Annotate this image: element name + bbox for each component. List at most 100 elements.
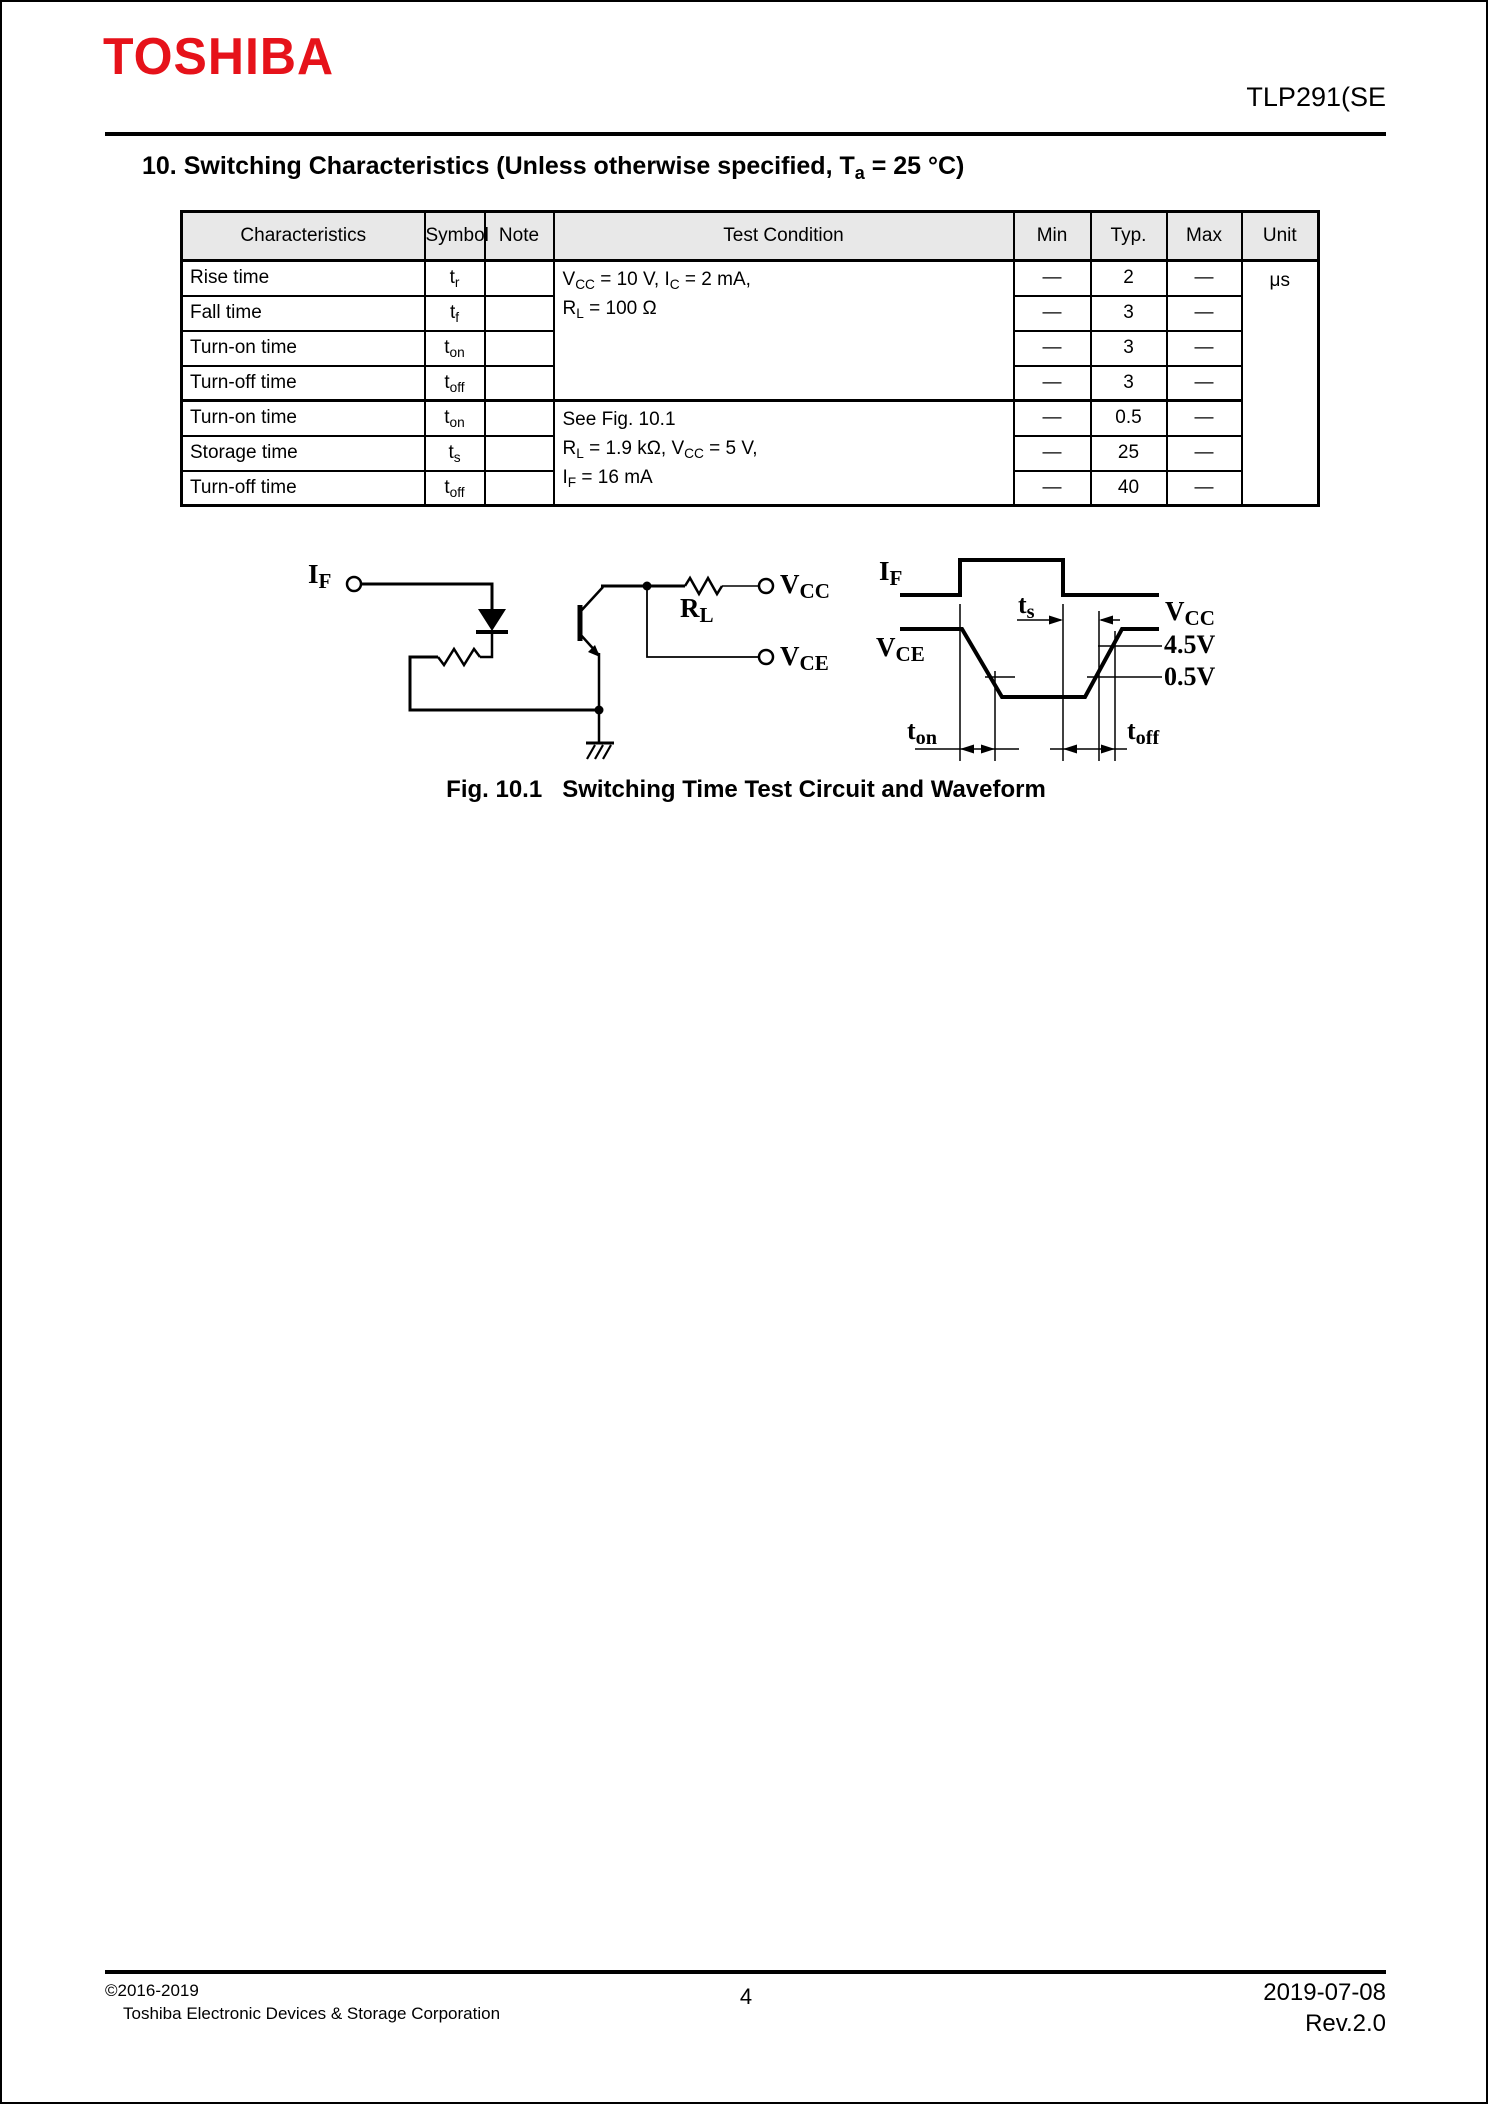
- vce-waveform: [900, 627, 1159, 699]
- col-max: Max: [1165, 210, 1243, 262]
- condition-line: RL = 1.9 kΩ, VCC = 5 V,: [562, 438, 758, 461]
- characteristic-cell: Turn-off time: [180, 364, 426, 402]
- min-cell: —: [1012, 364, 1092, 402]
- waveform: [900, 558, 1162, 761]
- note-cell: [483, 469, 555, 507]
- note-cell: [483, 294, 555, 332]
- table-row: Turn-off time toff — 3 —: [180, 364, 1319, 402]
- note-cell: [483, 364, 555, 402]
- page-number: 4: [739, 1984, 753, 2009]
- max-cell: —: [1165, 434, 1243, 472]
- min-cell: —: [1012, 294, 1092, 332]
- condition-line: IF = 16 mA: [562, 467, 653, 490]
- level-4v5-label: 4.5V: [1164, 630, 1216, 659]
- table-header-row: Characteristics Symbol Note Test Conditi…: [180, 210, 1320, 262]
- note-cell: [483, 399, 555, 437]
- symbol-cell: ts: [423, 434, 486, 472]
- led-diode: [478, 609, 506, 631]
- symbol-text: ts: [448, 442, 461, 465]
- col-characteristics: Characteristics: [180, 210, 426, 262]
- col-min: Min: [1012, 210, 1092, 262]
- document-date: 2019-07-08: [1263, 1979, 1386, 2006]
- min-cell: —: [1012, 469, 1092, 507]
- symbol-text: toff: [444, 371, 465, 395]
- col-note: Note: [483, 210, 555, 262]
- phototransistor: [577, 586, 604, 710]
- test-condition-cell: VCC = 10 V, IC = 2 mA, RL = 100 Ω: [552, 259, 1015, 402]
- header-rule: [105, 132, 1386, 136]
- document-revision: Rev.2.0: [1305, 2010, 1386, 2037]
- note-cell: [483, 259, 555, 297]
- condition-line: See Fig. 10.1: [562, 409, 676, 430]
- characteristic-cell: Turn-off time: [180, 469, 426, 507]
- table-row: Turn-on time ton — 3 —: [180, 329, 1319, 367]
- symbol-text: tf: [449, 302, 460, 325]
- test-circuit: [345, 575, 775, 760]
- load-resistor: [683, 575, 724, 597]
- level-0v5-label: 0.5V: [1164, 662, 1216, 691]
- max-cell: —: [1165, 469, 1243, 507]
- if-waveform: [900, 558, 1159, 597]
- typ-cell: 3: [1089, 329, 1168, 367]
- symbol-text: tr: [449, 267, 460, 291]
- note-cell: [483, 329, 555, 367]
- symbol-text: ton: [444, 337, 465, 360]
- test-circuit-and-waveform-drawing: [345, 558, 1162, 761]
- circuit-rl-label: RL: [680, 593, 714, 628]
- typ-cell: 40: [1089, 469, 1168, 507]
- switching-characteristics-table: Characteristics Symbol Note Test Conditi…: [180, 210, 1320, 507]
- condition-line: VCC = 10 V, IC = 2 mA,: [562, 269, 751, 292]
- min-cell: —: [1012, 259, 1092, 297]
- table-header: Characteristics Symbol Note Test Conditi…: [180, 210, 1320, 262]
- vce-terminal: [757, 648, 775, 666]
- figure-caption: Fig. 10.1 Switching Time Test Circuit an…: [446, 776, 1046, 803]
- typ-cell: 0.5: [1089, 399, 1168, 437]
- ts-label: ts: [1018, 590, 1035, 624]
- typ-cell: 3: [1089, 364, 1168, 402]
- footer-rule: [105, 1970, 1386, 1974]
- company-name: Toshiba Electronic Devices & Storage Cor…: [123, 2004, 501, 2023]
- characteristic-cell: Turn-on time: [180, 399, 426, 437]
- symbol-cell: ton: [423, 399, 486, 437]
- min-cell: —: [1012, 434, 1092, 472]
- characteristic-cell: Turn-on time: [180, 329, 426, 367]
- toshiba-logo: TOSHIBA: [103, 27, 335, 86]
- toff-label: toff: [1127, 716, 1160, 750]
- vcc-terminal: [757, 577, 775, 595]
- circuit-if-label: IF: [308, 559, 332, 594]
- table-row: Turn-off time toff — 40 —: [180, 469, 1319, 507]
- col-typ: Typ.: [1089, 210, 1168, 262]
- waveform-if-label: IF: [879, 556, 903, 591]
- table-row: Rise time tr VCC = 10 V, IC = 2 mA, RL =…: [180, 259, 1320, 507]
- section-title: 10. Switching Characteristics (Unless ot…: [142, 152, 965, 184]
- min-cell: —: [1012, 399, 1092, 437]
- max-cell: —: [1165, 294, 1243, 332]
- symbol-cell: ton: [423, 329, 486, 367]
- circuit-vcc-label: VCC: [780, 569, 830, 604]
- note-cell: [483, 434, 555, 472]
- typ-cell: 25: [1089, 434, 1168, 472]
- table-row: Storage time ts — 25 —: [180, 434, 1319, 472]
- ground-symbol: [586, 741, 614, 760]
- max-cell: —: [1165, 259, 1243, 297]
- circuit-vce-label: VCE: [780, 641, 829, 676]
- symbol-text: ton: [444, 407, 465, 431]
- col-test-condition: Test Condition: [552, 210, 1015, 262]
- test-condition-cell: See Fig. 10.1 RL = 1.9 kΩ, VCC = 5 V, IF…: [552, 399, 1015, 507]
- table-row: Fall time tf — 3 —: [180, 294, 1319, 332]
- symbol-cell: toff: [423, 364, 486, 402]
- col-symbol: Symbol: [423, 210, 489, 262]
- symbol-cell: tr: [423, 259, 486, 297]
- input-resistor: [437, 646, 481, 668]
- symbol-cell: tf: [423, 294, 486, 332]
- symbol-cell: toff: [423, 469, 486, 507]
- waveform-vce-label: VCE: [876, 632, 925, 667]
- characteristic-cell: Fall time: [180, 294, 426, 332]
- typ-cell: 2: [1089, 259, 1168, 297]
- copyright-text: ©2016-2019: [105, 1981, 199, 2000]
- typ-cell: 3: [1089, 294, 1168, 332]
- characteristic-cell: Storage time: [180, 434, 426, 472]
- col-unit: Unit: [1240, 210, 1320, 262]
- unit-cell: μs: [1240, 259, 1320, 507]
